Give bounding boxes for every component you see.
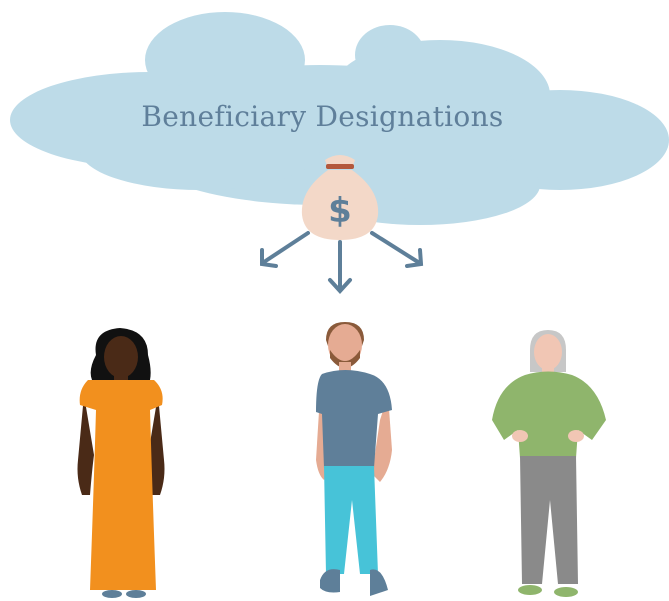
beneficiary-man-blue-shirt	[316, 322, 392, 596]
arrow-down-icon	[328, 240, 352, 294]
arrow-left-icon	[260, 231, 310, 268]
arrow-right-icon	[370, 231, 424, 268]
page-title: Beneficiary Designations	[0, 100, 669, 133]
cloud-icon	[10, 12, 669, 225]
beneficiary-elderly-woman-green-sweater	[492, 330, 606, 597]
title-text: Beneficiary Designations	[141, 100, 504, 133]
money-bag-icon: $	[301, 155, 379, 240]
beneficiary-woman-orange-dress	[77, 328, 165, 598]
dollar-sign: $	[328, 191, 352, 231]
